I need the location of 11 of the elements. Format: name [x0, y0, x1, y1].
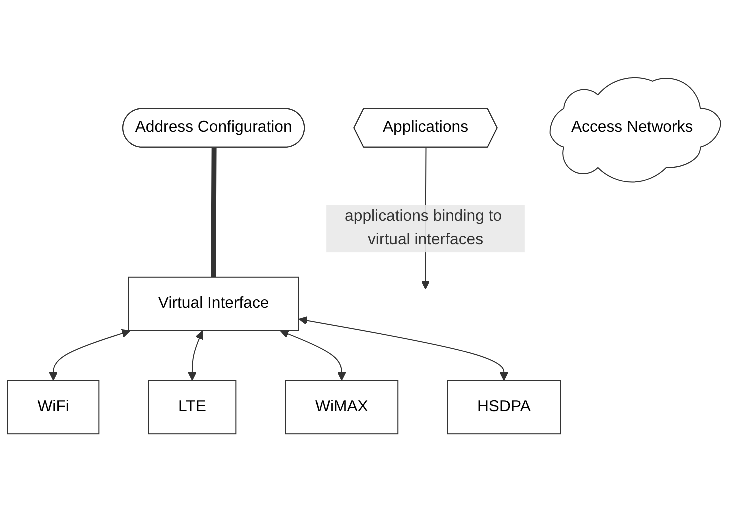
- arrow: [280, 330, 346, 382]
- node-box: Virtual Interface: [128, 277, 300, 332]
- connector: [211, 148, 217, 278]
- arrow: [188, 331, 204, 382]
- node-box: WiFi: [7, 380, 100, 436]
- arrow: [49, 330, 131, 382]
- arrow: [298, 316, 509, 382]
- node-box: LTE: [148, 380, 237, 436]
- node-box: WiMAX: [285, 380, 399, 436]
- edge-label: applications binding to virtual interfaces: [345, 208, 502, 250]
- node-box: HSDPA: [447, 380, 562, 436]
